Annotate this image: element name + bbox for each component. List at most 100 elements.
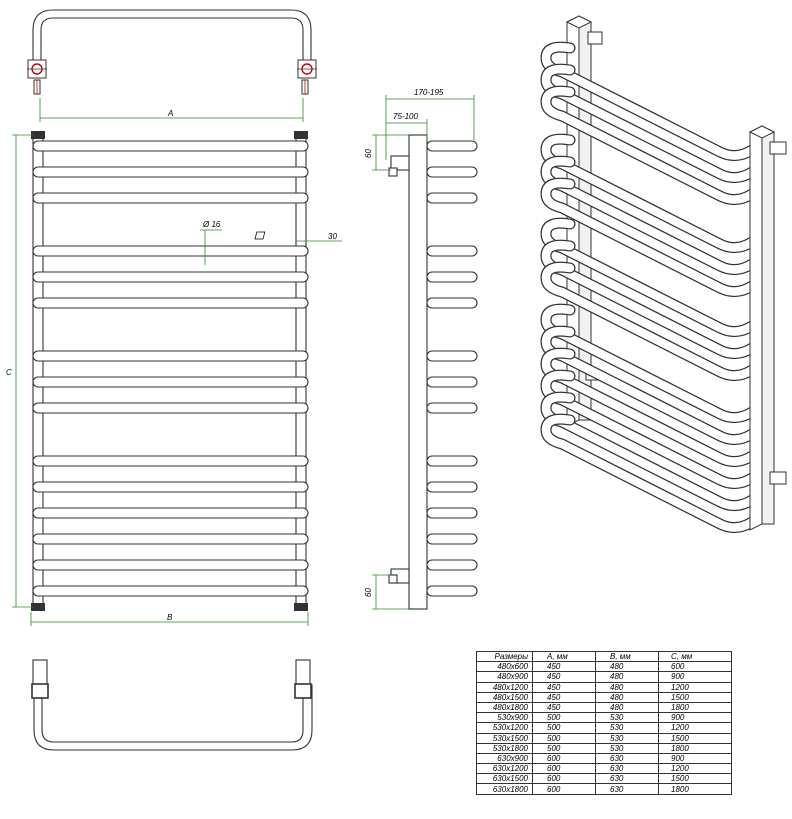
table-cell: 1500 [658, 691, 732, 703]
side-bar [426, 455, 478, 467]
heating-bar [32, 402, 309, 414]
iso-bar [541, 262, 757, 380]
table-cell: 500 [532, 712, 596, 724]
dim-diameter-label: Ø 16 [202, 220, 221, 229]
table-header: С, мм [658, 650, 732, 663]
table-cell: 1200 [658, 681, 732, 693]
table-cell: 480 [595, 661, 659, 673]
dim-depth-inner-label: 75-100 [393, 112, 418, 121]
front-view: C B Ø 16 30 [6, 131, 342, 626]
table-cell: 500 [532, 732, 596, 744]
table-cell: 900 [658, 712, 732, 724]
top-view: A [27, 9, 317, 122]
table-cell: 630х1200 [476, 763, 533, 775]
dim-depth-outer-label: 170-195 [414, 88, 444, 97]
right-valve-icon [297, 59, 317, 95]
table-cell: 1800 [658, 701, 732, 714]
left-valve-icon [27, 59, 47, 95]
heating-bar [32, 533, 309, 545]
side-bar [426, 297, 478, 309]
table-header: В, мм [595, 650, 659, 663]
heating-bar [32, 559, 309, 571]
top-view-u-tube [32, 9, 312, 71]
right-collector-cap-bottom [294, 603, 308, 611]
dim-bottom-offset-label: 60 [364, 588, 373, 597]
bottom-view-left-joint [31, 683, 49, 699]
heating-bar [32, 350, 309, 362]
table-cell: 480х1800 [476, 701, 533, 714]
table-cell: 1200 [658, 722, 732, 734]
table-cell: 450 [532, 681, 596, 693]
dim-square-label: 30 [328, 232, 337, 241]
table-cell: 1800 [658, 742, 732, 754]
table-cell: 530 [595, 722, 659, 734]
side-view: 170-195 75-100 60 60 [364, 88, 478, 610]
side-wall-mount-top [388, 167, 398, 177]
table-cell: 600 [532, 763, 596, 775]
table-cell: 450 [532, 661, 596, 673]
bottom-view-right-cap [295, 659, 311, 687]
heating-bar [32, 245, 309, 257]
side-bar [426, 585, 478, 597]
iso-bar [541, 414, 757, 532]
bottom-view-right-joint [294, 683, 312, 699]
side-bar [426, 533, 478, 545]
table-cell: 1500 [658, 773, 732, 785]
heating-bar [32, 166, 309, 178]
table-cell: 600 [532, 752, 596, 765]
table-cell: 530х1500 [476, 732, 533, 744]
table-cell: 500 [532, 742, 596, 754]
table-cell: 480 [595, 671, 659, 683]
side-bar [426, 481, 478, 493]
heating-bar [32, 192, 309, 204]
side-bar [426, 559, 478, 571]
bottom-view-u-tube [33, 684, 313, 751]
left-collector-cap-bottom [31, 603, 45, 611]
right-collector-cap-top [294, 131, 308, 139]
side-bar [426, 271, 478, 283]
table-cell: 600 [532, 783, 596, 795]
table-cell: 530х1800 [476, 742, 533, 754]
table-cell: 630х900 [476, 752, 533, 765]
side-bar [426, 507, 478, 519]
bottom-view-left-cap [32, 659, 48, 687]
isometric-view [540, 15, 787, 533]
side-bar [426, 166, 478, 178]
dim-top-offset-label: 60 [364, 149, 373, 158]
table-cell: 630 [595, 752, 659, 765]
table-cell: 450 [532, 691, 596, 703]
table-cell: 630х1500 [476, 773, 533, 785]
table-cell: 450 [532, 701, 596, 714]
side-bracket-top [390, 155, 410, 171]
table-cell: 480х900 [476, 671, 533, 683]
table-cell: 530 [595, 732, 659, 744]
heating-bar [32, 455, 309, 467]
table-cell: 600 [532, 773, 596, 785]
heating-bar [32, 376, 309, 388]
front-bars [32, 140, 309, 597]
left-collector-cap-top [31, 131, 45, 139]
table-cell: 1800 [658, 783, 732, 795]
side-bar [426, 376, 478, 388]
side-bar [426, 192, 478, 204]
table-cell: 900 [658, 752, 732, 765]
heating-bar [32, 297, 309, 309]
table-cell: 1500 [658, 732, 732, 744]
side-bar [426, 402, 478, 414]
table-cell: 630 [595, 763, 659, 775]
table-cell: 630х1800 [476, 783, 533, 795]
table-cell: 480 [595, 681, 659, 693]
table-cell: 600 [658, 661, 732, 673]
table-cell: 530 [595, 742, 659, 754]
table-cell: 530х1200 [476, 722, 533, 734]
dim-b-label: B [167, 613, 173, 622]
